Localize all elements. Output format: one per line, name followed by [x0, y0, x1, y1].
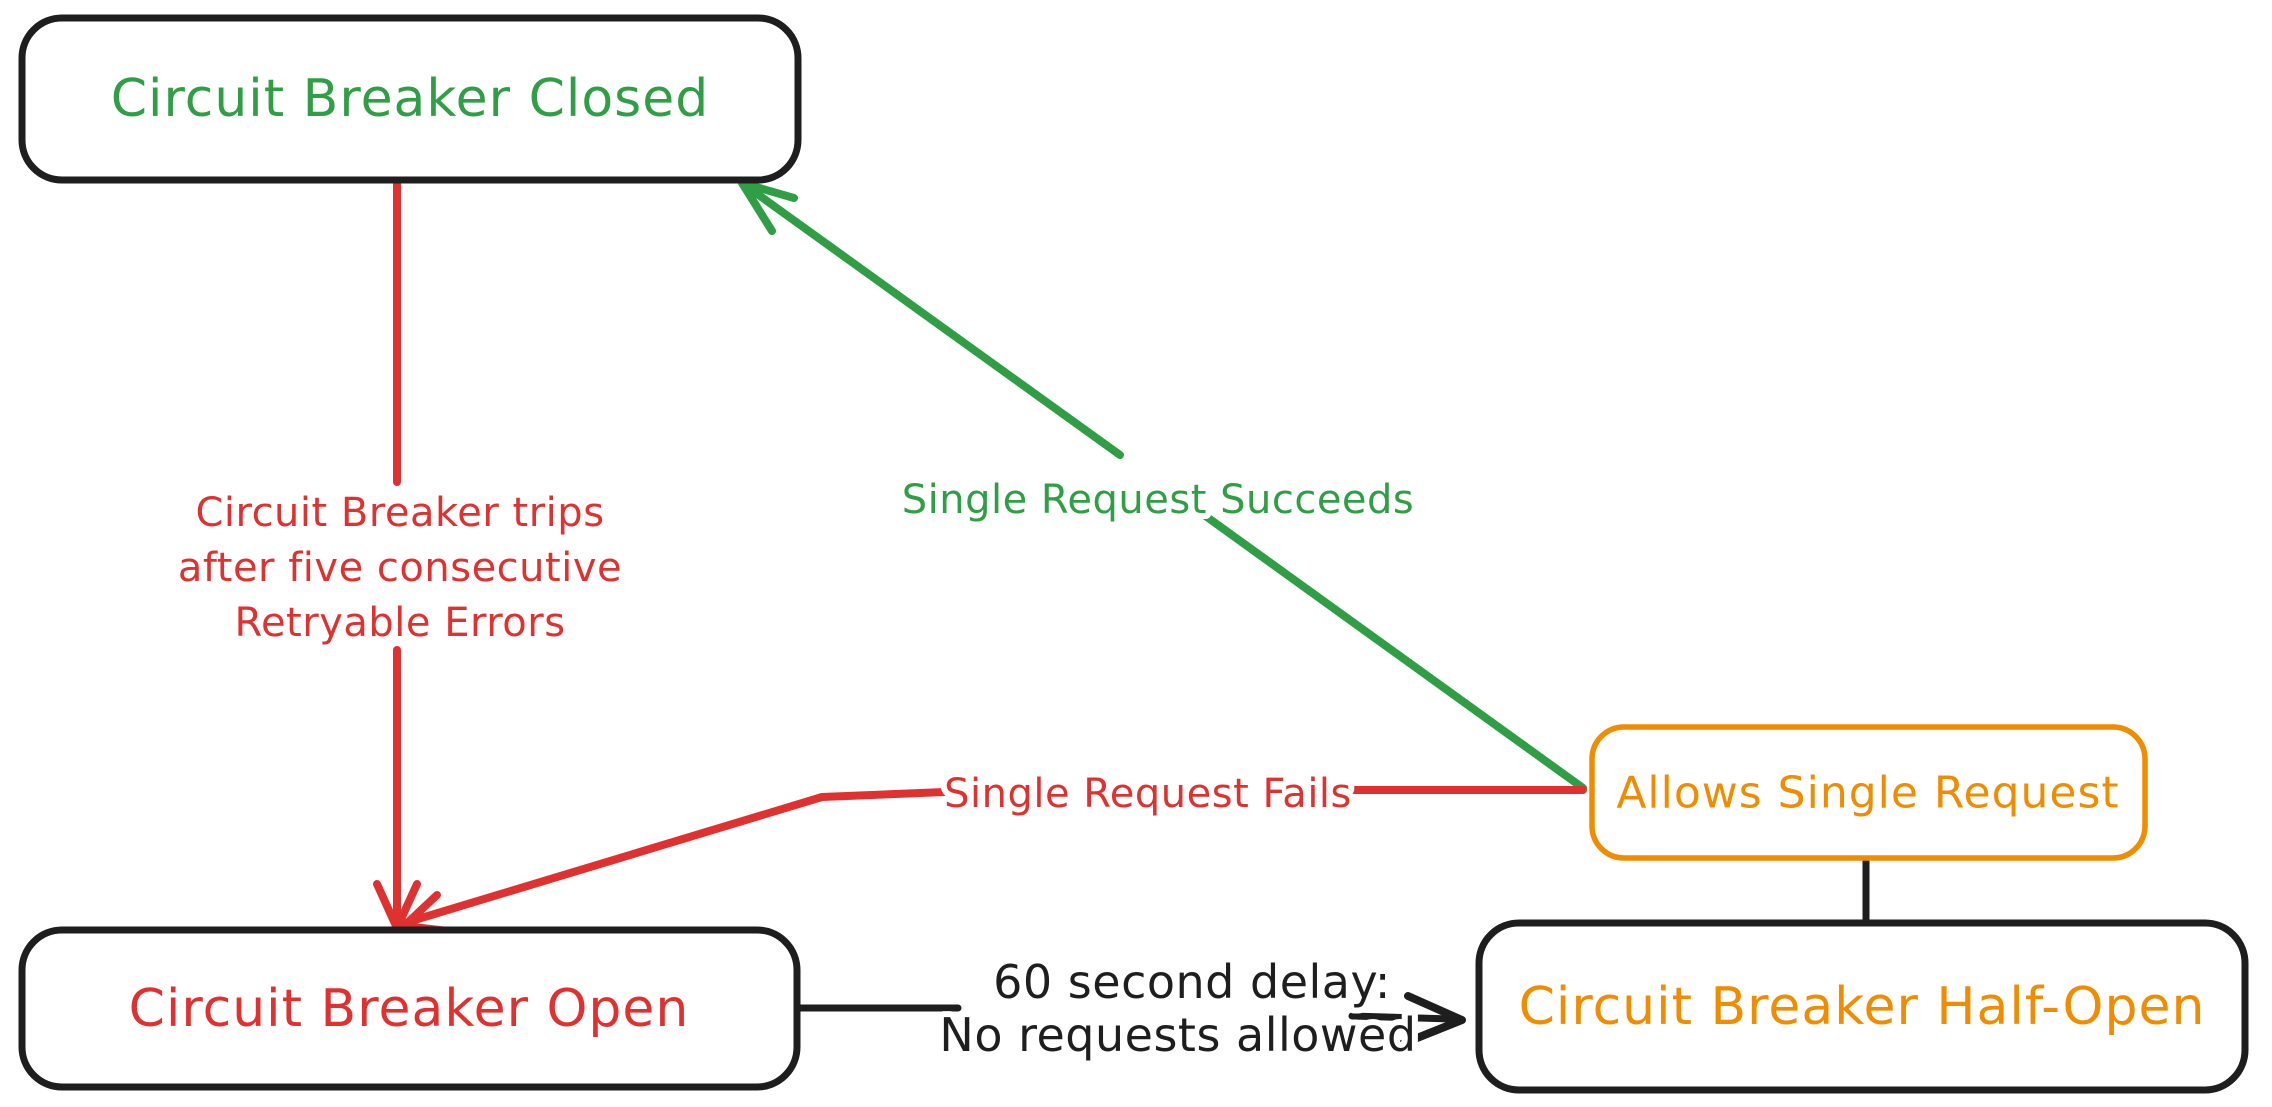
edge-succeeds: Single Request Succeeds [738, 179, 1587, 792]
edge-succeeds-label: Single Request Succeeds [902, 477, 1415, 523]
edge-delay-label-line-1: 60 second delay: [993, 955, 1391, 1009]
node-circuit-breaker-open: Circuit Breaker Open [18, 926, 801, 1091]
edge-delay: 60 second delay: No requests allowed [796, 949, 1466, 1068]
edge-fails: Single Request Fails [400, 765, 1587, 935]
node-allows-single-request-box [1589, 724, 2148, 861]
edge-trip: Circuit Breaker trips after five consecu… [172, 179, 628, 932]
edge-delay-line [796, 1004, 1456, 1023]
node-circuit-breaker-closed-box [18, 14, 802, 184]
node-circuit-breaker-half-open-label: Circuit Breaker Half-Open [1519, 977, 2206, 1037]
node-circuit-breaker-closed-label: Circuit Breaker Closed [111, 69, 710, 129]
edge-succeeds-line [738, 179, 1587, 792]
edge-trip-label-line-3: Retryable Errors [234, 600, 565, 646]
edge-delay-arrowhead-icon [1398, 992, 1466, 1048]
edge-trip-label-line-2: after five consecutive [178, 545, 622, 591]
edge-trip-label-line-1: Circuit Breaker trips [195, 490, 604, 536]
edge-trip-arrowhead-icon [373, 880, 421, 932]
node-circuit-breaker-open-box [18, 926, 801, 1091]
edge-fails-label: Single Request Fails [944, 771, 1352, 817]
edge-fails-line [404, 786, 1587, 926]
node-allows-single-request-label: Allows Single Request [1616, 768, 2119, 819]
node-circuit-breaker-closed: Circuit Breaker Closed [18, 14, 802, 184]
edge-delay-label-line-2: No requests allowed [939, 1008, 1416, 1062]
node-allows-single-request: Allows Single Request [1589, 724, 2148, 861]
node-circuit-breaker-half-open-box [1475, 919, 2249, 1094]
edge-succeeds-arrowhead-icon [738, 179, 798, 235]
node-circuit-breaker-half-open: Circuit Breaker Half-Open [1475, 919, 2249, 1094]
node-circuit-breaker-open-label: Circuit Breaker Open [129, 979, 690, 1039]
